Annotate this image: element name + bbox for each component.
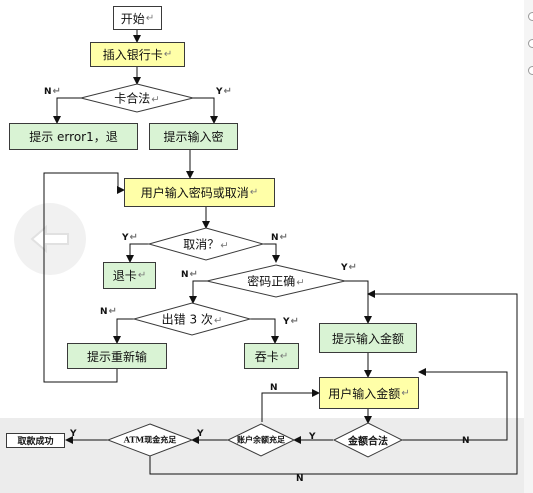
- amount-valid-label: 金额合法: [348, 436, 388, 448]
- right-scroll-strip[interactable]: [524, 0, 533, 493]
- branch-no-tag: N: [270, 383, 278, 393]
- branch-no-tag: N↵: [181, 269, 198, 280]
- arrow-left-icon: [30, 224, 69, 254]
- branch-no-tag: N: [296, 474, 304, 484]
- radio-option-icon[interactable]: [528, 66, 533, 75]
- retry-prompt-node: 提示重新输: [67, 343, 167, 369]
- branch-yes-tag: Y↵: [283, 316, 299, 327]
- pwd-correct-label: 密码正确↵: [247, 274, 305, 289]
- branch-yes-tag: Y↵: [122, 232, 138, 243]
- branch-yes-tag: Y↵: [216, 86, 232, 97]
- cancel-diamond: [147, 227, 265, 261]
- atm-enough-diamond: [106, 423, 194, 457]
- branch-yes-tag: Y: [197, 429, 204, 439]
- branch-no-tag: N↵: [100, 306, 117, 317]
- cancel-label: 取消？↵: [183, 237, 229, 252]
- radio-option-icon[interactable]: [528, 12, 533, 21]
- error-exit-node: 提示 error1，退: [9, 123, 138, 150]
- atm-enough-label: ATM现金充足: [123, 434, 177, 445]
- balance-enough-diamond: [226, 423, 296, 457]
- balance-enough-label: 账户余额充足: [237, 434, 285, 445]
- enter-password-node: 用户输入密码或取消↵: [124, 178, 275, 207]
- enter-amount-node: 用户输入金额↵: [319, 377, 419, 409]
- card-valid-label: 卡合法↵: [114, 91, 160, 106]
- wrong-3-diamond: [132, 302, 252, 336]
- branch-no-tag: N↵: [271, 232, 288, 243]
- start-node: 开始↵: [113, 6, 162, 30]
- radio-option-icon[interactable]: [528, 39, 533, 48]
- amount-valid-diamond: [332, 422, 404, 458]
- eject-card-node: 退卡↵: [103, 262, 156, 289]
- pwd-correct-diamond: [206, 264, 346, 298]
- branch-yes-tag: Y: [70, 429, 77, 439]
- prompt-amount-node: 提示输入金额: [319, 323, 417, 353]
- branch-yes-tag: Y↵: [341, 262, 357, 273]
- card-valid-diamond: [80, 83, 194, 113]
- branch-yes-tag: Y: [309, 432, 316, 442]
- back-nav-button[interactable]: [14, 203, 86, 275]
- branch-no-tag: N: [462, 436, 470, 446]
- withdraw-success-node: 取款成功: [6, 433, 65, 448]
- branch-no-tag: N↵: [44, 86, 61, 97]
- wrong-3-label: 出错 3 次↵: [161, 312, 223, 327]
- prompt-password-node: 提示输入密: [149, 123, 238, 150]
- insert-card-node: 插入银行卡↵: [90, 42, 185, 67]
- swallow-card-node: 吞卡↵: [244, 343, 299, 369]
